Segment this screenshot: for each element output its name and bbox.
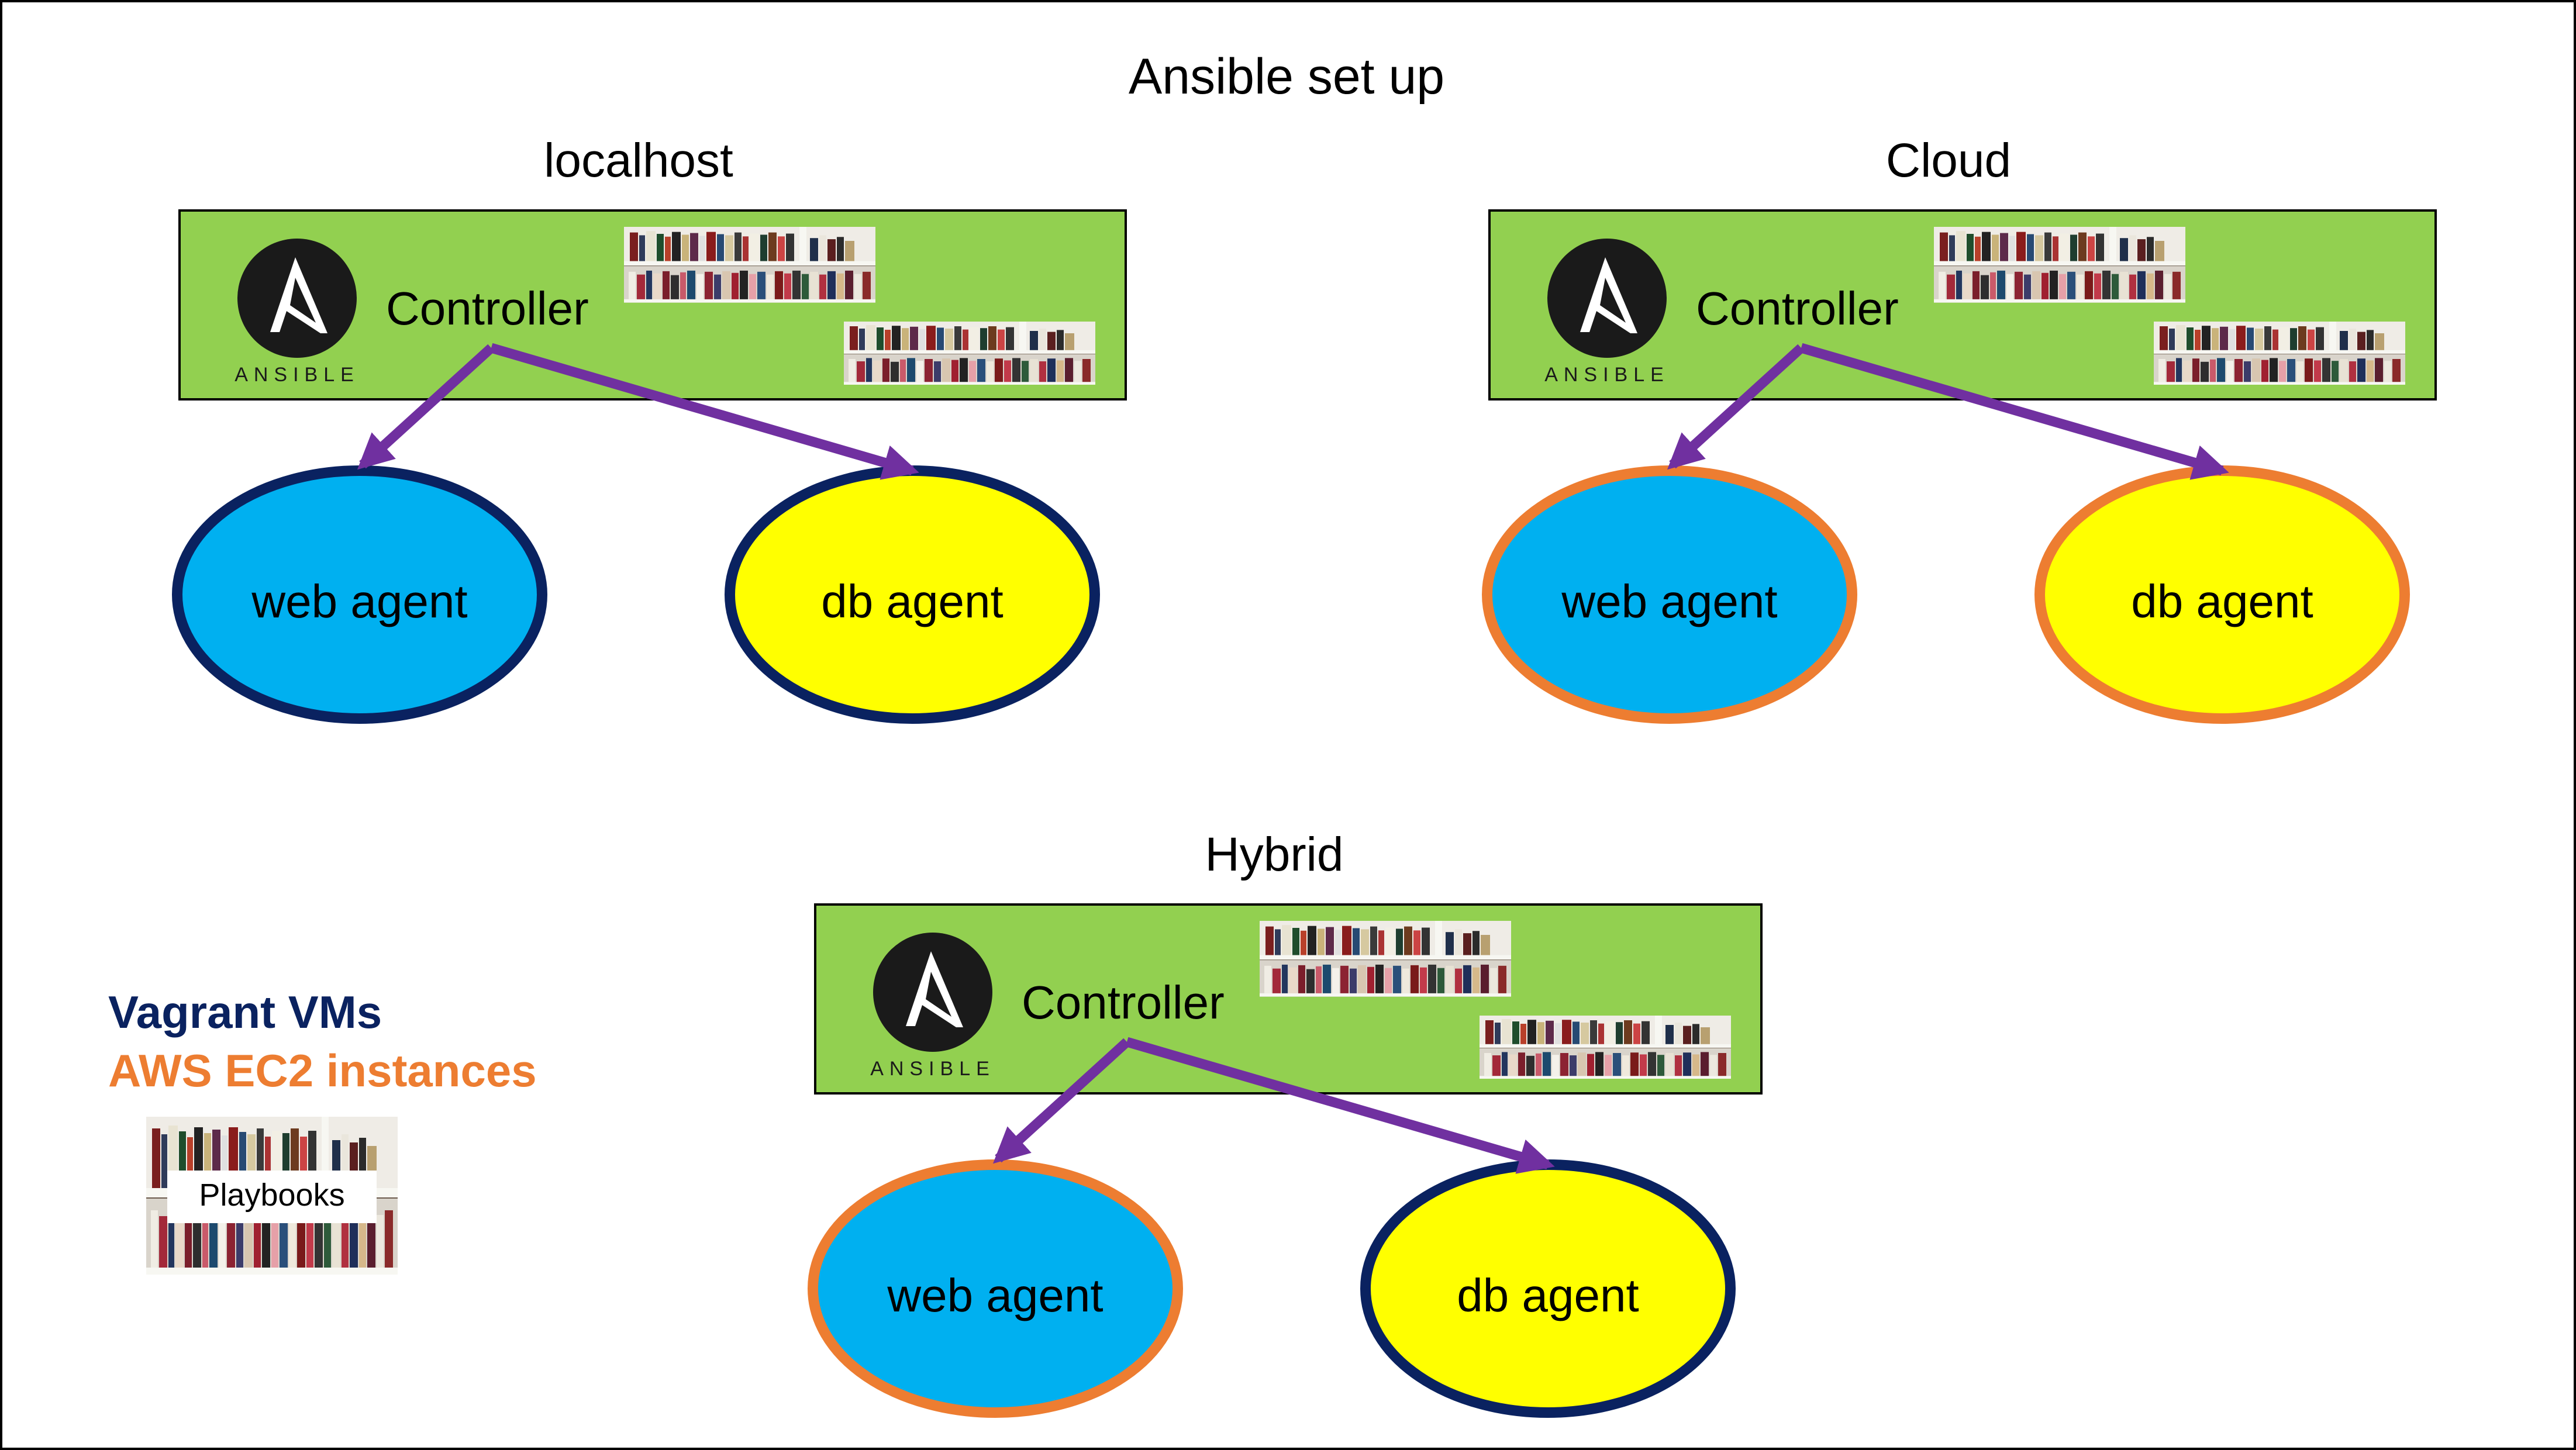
ansible-logo-text: ANSIBLE	[1544, 364, 1670, 386]
arrow-controller-to-db	[1799, 343, 2229, 480]
web-agent-node-label: web agent	[887, 1269, 1103, 1321]
db-agent-node: db agent	[725, 465, 1100, 724]
web-agent-node: web agent	[1482, 465, 1857, 724]
ansible-logo-icon: ANSIBLE	[1544, 239, 1670, 386]
panel-cloud-heading: Cloud	[1886, 134, 2011, 187]
arrow-controller-to-web	[357, 344, 495, 470]
arrow-controller-to-db	[489, 343, 919, 480]
legend-playbooks-label: Playbooks	[199, 1178, 344, 1213]
web-agent-node: web agent	[808, 1159, 1183, 1418]
playbooks-image	[1260, 921, 1511, 997]
playbooks-image	[1480, 1016, 1731, 1079]
legend: Vagrant VMs AWS EC2 instances Playbooks	[108, 986, 537, 1275]
arrow-controller-to-web	[1667, 344, 1805, 470]
playbooks-image	[1934, 227, 2185, 303]
arrow-controller-to-db	[1125, 1037, 1555, 1174]
db-agent-node: db agent	[2034, 465, 2410, 724]
legend-playbooks-label-box	[167, 1171, 377, 1223]
arrow-controller-to-web	[992, 1038, 1130, 1164]
db-agent-node-label: db agent	[821, 575, 1003, 627]
playbooks-image	[844, 322, 1095, 385]
web-agent-node-ellipse	[808, 1159, 1183, 1418]
controller-label: Controller	[1022, 976, 1225, 1028]
ansible-logo-text: ANSIBLE	[235, 364, 360, 386]
legend-aws-label: AWS EC2 instances	[108, 1045, 537, 1096]
controller-label: Controller	[386, 282, 589, 334]
web-agent-node-label: web agent	[251, 575, 467, 627]
playbooks-image	[624, 227, 875, 303]
panel-hybrid-heading: Hybrid	[1205, 828, 1344, 881]
diagram-title: Ansible set up	[1129, 49, 1444, 105]
web-agent-node: web agent	[172, 465, 547, 724]
web-agent-node-ellipse	[172, 465, 547, 724]
legend-playbooks-image: Playbooks	[146, 1117, 398, 1275]
panel-localhost-heading: localhost	[544, 134, 733, 187]
web-agent-node-label: web agent	[1561, 575, 1777, 627]
db-agent-node-label: db agent	[2131, 575, 2313, 627]
legend-vagrant-label: Vagrant VMs	[108, 986, 382, 1038]
controller-label: Controller	[1696, 282, 1899, 334]
db-agent-node-label: db agent	[1457, 1269, 1639, 1321]
ansible-logo-icon: ANSIBLE	[235, 239, 360, 386]
ansible-logo-icon: ANSIBLE	[870, 933, 995, 1080]
web-agent-node-ellipse	[1482, 465, 1857, 724]
playbooks-image	[2154, 322, 2405, 385]
db-agent-node: db agent	[1360, 1159, 1736, 1418]
ansible-logo-text: ANSIBLE	[870, 1058, 995, 1080]
